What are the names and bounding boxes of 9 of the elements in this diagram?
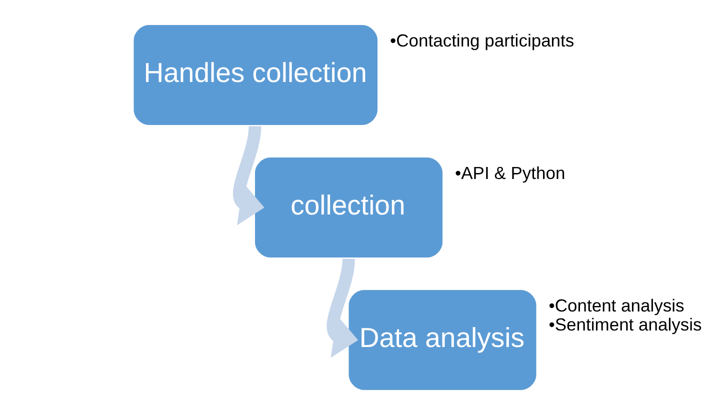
node-box: collection <box>255 158 442 258</box>
node-label: •Contacting participants <box>390 30 574 50</box>
node-box: Handles collection <box>134 25 378 125</box>
node-label: •Content analysis <box>548 296 684 316</box>
node-label: •Sentiment analysis <box>548 314 702 334</box>
node-label: •API & Python <box>455 163 566 183</box>
node-box: Data analysis <box>348 290 536 390</box>
arrow <box>326 258 358 358</box>
arrow <box>233 126 264 226</box>
